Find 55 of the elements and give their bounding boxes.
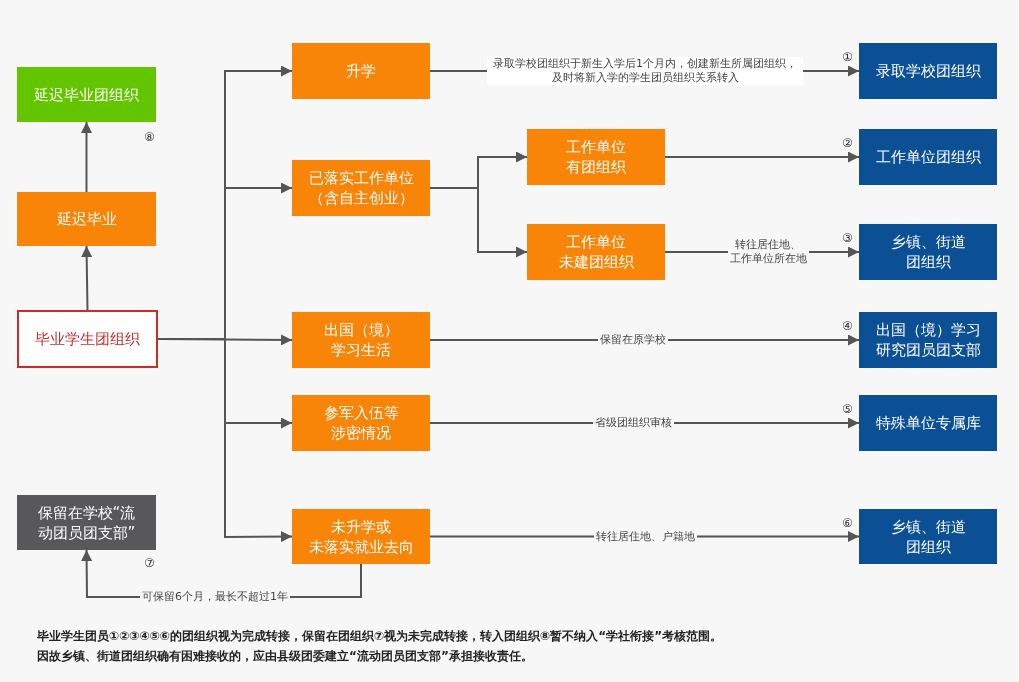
node-text: 工作单位未建团组织 [557, 232, 635, 272]
process-box [292, 312, 430, 368]
footnote: 毕业学生团员①②③④⑤⑥的团组织视为完成转接，保留在团组织⑦视为未完成转接，转入团组织⑧暂不纳入“学社衔接”考核范围。 [37, 628, 723, 645]
process-box [17, 67, 156, 122]
arrow [81, 121, 92, 193]
arrow [429, 187, 528, 258]
circled-number: ④ [842, 319, 853, 333]
process-box [859, 43, 997, 99]
process-box [859, 509, 997, 564]
process-box [527, 224, 665, 280]
process-box [292, 395, 430, 451]
circled-number: ⑧ [144, 130, 155, 144]
node-text: 出国（境）学习研究团员团支部 [874, 320, 982, 360]
edge-label: 省级团组织审核 [592, 416, 674, 430]
process-box [527, 129, 665, 185]
process-box [859, 312, 997, 368]
node-text: 工作单位有团组织 [565, 137, 627, 177]
process-box [292, 43, 430, 99]
edge-label: 可保留6个月，最长不超过1年 [140, 590, 290, 604]
process-box [859, 395, 997, 451]
edge-label: 保留在原学校 [598, 333, 668, 347]
circled-number: ② [842, 136, 853, 150]
process-box [17, 310, 158, 368]
node-text: 毕业学生团组织 [34, 329, 141, 349]
footnote: 因故乡镇、街道团组织确有困难接收的，应由县级团委建立“流动团员团支部”承担接收责任。 [37, 648, 533, 665]
arrow [157, 338, 293, 543]
process-box [859, 224, 997, 280]
circled-number: ⑤ [842, 402, 853, 416]
node-text: 延迟毕业团组织 [33, 84, 140, 105]
process-box [17, 495, 156, 550]
edge-label: 转往居住地、户籍地 [593, 530, 697, 544]
node-text: 乡镇、街道团组织 [889, 232, 967, 272]
edge-label: 录取学校团组织于新生入学后1个月内，创建新生所属团组织，及时将新入学的学生团员组织关系转入 [487, 57, 803, 85]
node-text: 工作单位团组织 [874, 147, 982, 167]
node-text: 乡镇、街道团组织 [889, 516, 967, 557]
edge-label: 转往居住地、工作单位所在地 [727, 238, 809, 266]
process-box [292, 509, 430, 564]
node-text: 未升学或未落实就业去向 [307, 516, 415, 557]
process-box [17, 192, 156, 246]
process-box [859, 129, 997, 185]
process-box [292, 160, 430, 216]
node-text: 参军入伍等涉密情况 [322, 403, 400, 443]
node-text: 特殊单位专属库 [874, 413, 982, 433]
arrow [81, 245, 93, 311]
node-text: 已落实工作单位（含自主创业） [307, 168, 415, 208]
node-text: 录取学校团组织 [874, 61, 982, 81]
node-text: 延迟毕业 [55, 209, 118, 229]
node-text: 保留在学校“流动团员团支部” [36, 502, 137, 543]
circled-number: ① [842, 50, 853, 64]
circled-number: ⑥ [842, 516, 853, 530]
node-text: 升学 [345, 61, 377, 81]
arrow [664, 151, 860, 163]
node-text: 出国（境）学习生活 [322, 320, 400, 360]
circled-number: ⑦ [144, 556, 155, 570]
circled-number: ③ [842, 231, 853, 245]
